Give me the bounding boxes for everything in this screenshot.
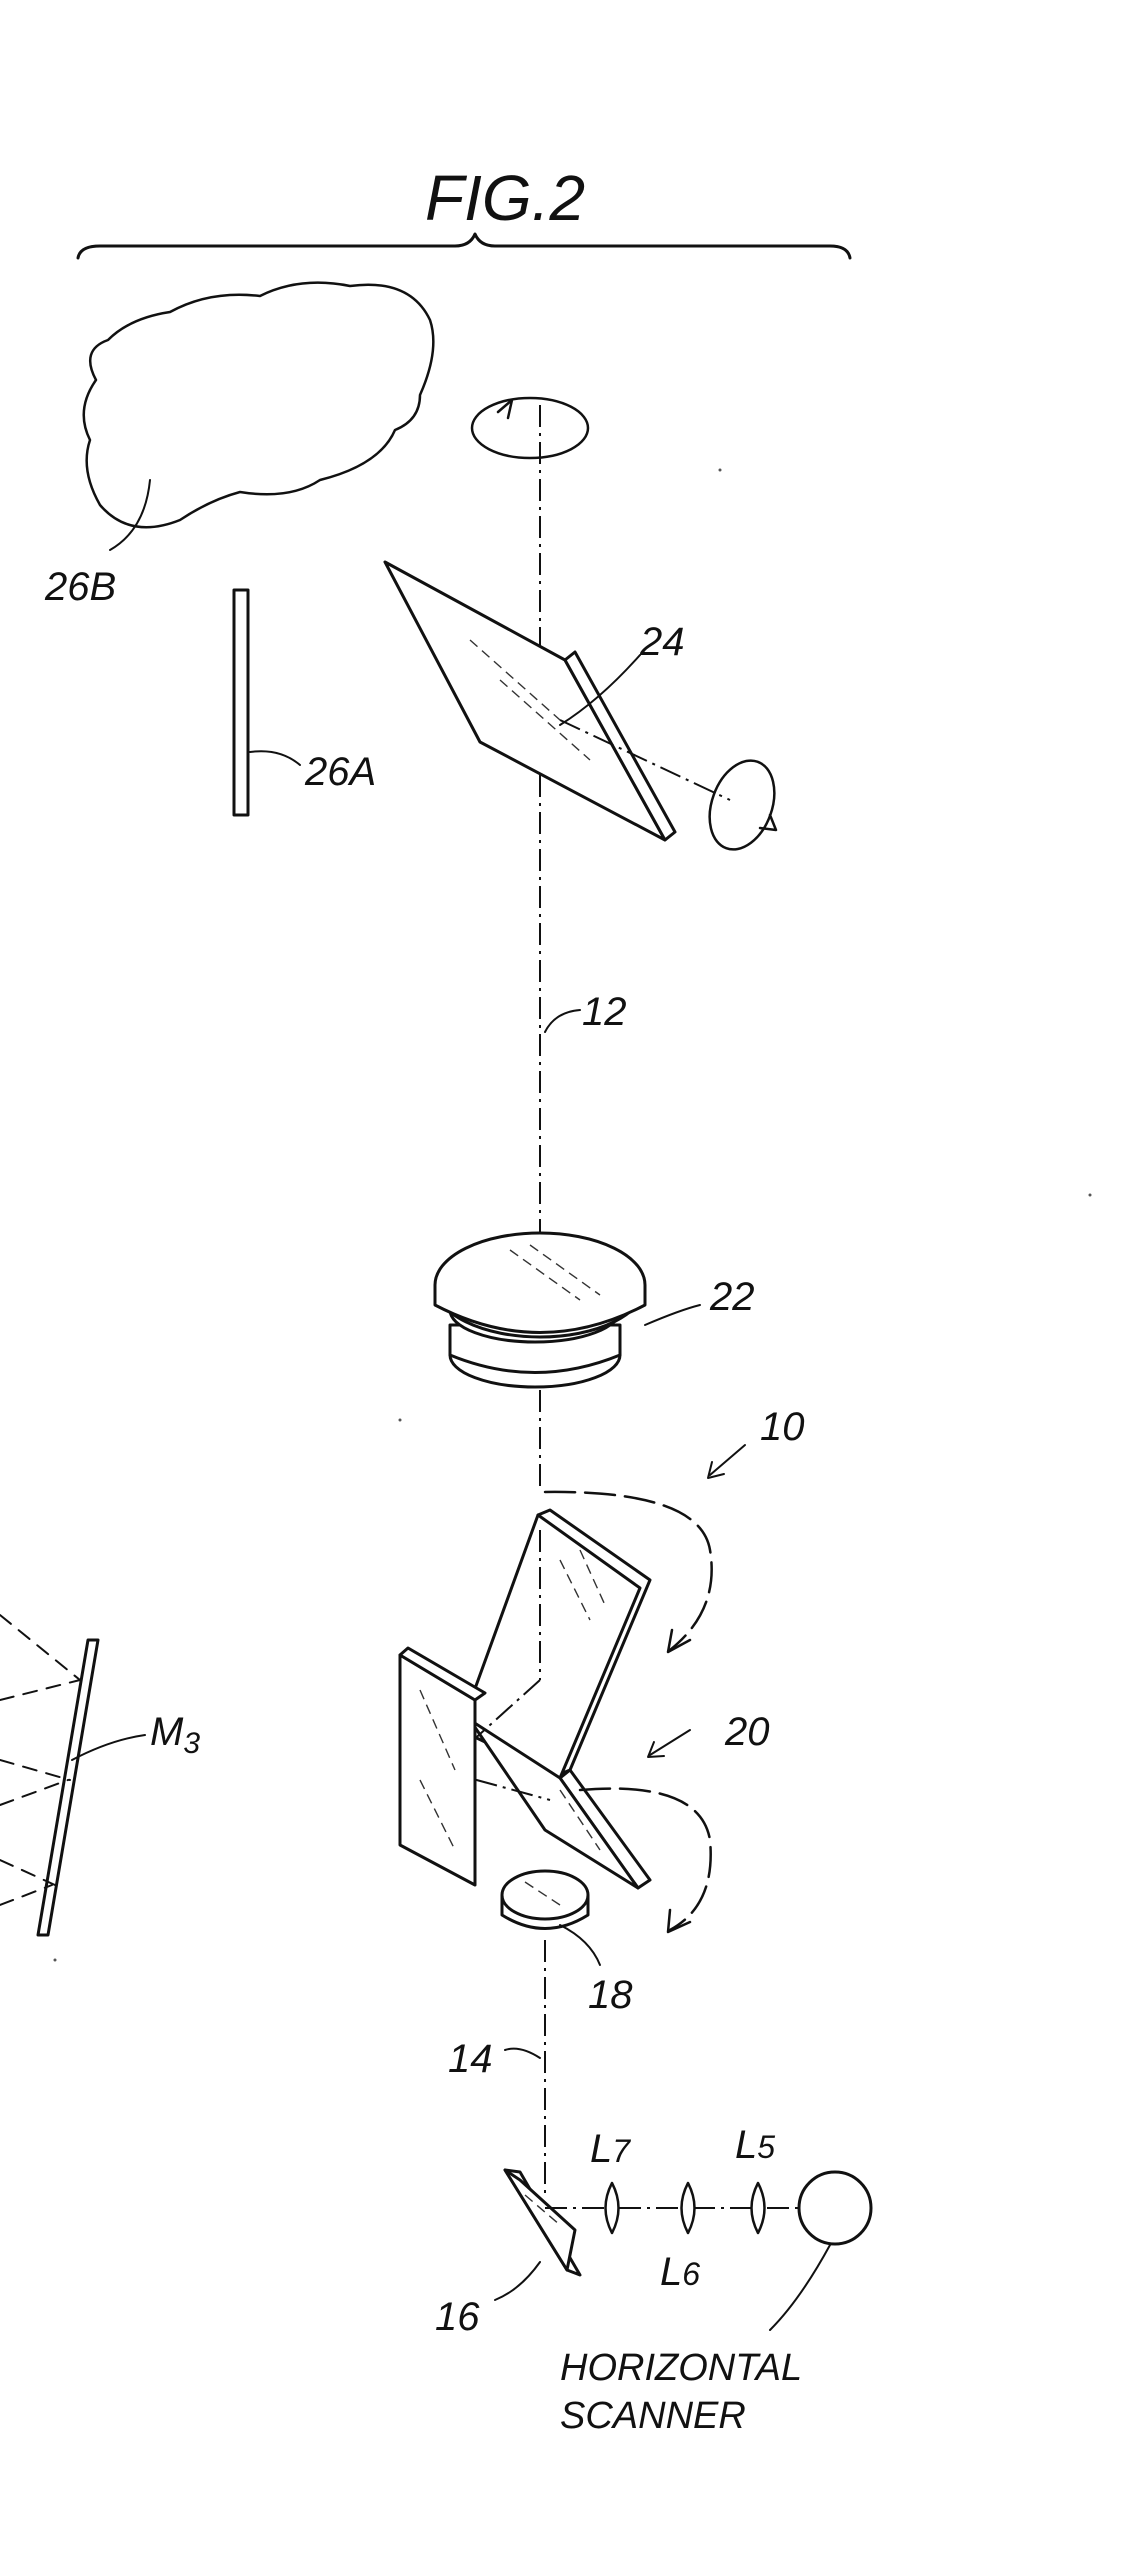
lens-l5 bbox=[750, 2181, 766, 2235]
leader-m3 bbox=[71, 1734, 146, 1761]
title-brace bbox=[76, 232, 852, 260]
rotation-arc-upper-head-icon bbox=[666, 1628, 692, 1654]
leader-16 bbox=[494, 2261, 541, 2301]
horizontal-scanner bbox=[797, 2170, 873, 2246]
side-plate-edge bbox=[398, 1646, 487, 1702]
mirror-24-tilt-axis bbox=[559, 719, 731, 801]
leader-14 bbox=[504, 2047, 541, 2059]
scanner-label-line1: HORIZONTAL bbox=[560, 2347, 802, 2389]
rotation-ellipse-top bbox=[470, 396, 590, 460]
label-l6: L6 bbox=[660, 2250, 700, 2294]
mirror-24 bbox=[383, 560, 667, 842]
speck-1 bbox=[718, 468, 722, 472]
label-l5-main: L bbox=[735, 2123, 757, 2167]
label-l7-sub: 7 bbox=[612, 2133, 631, 2169]
leader-scanner bbox=[769, 2244, 831, 2331]
label-14: 14 bbox=[448, 2037, 493, 2081]
label-m3-main: M bbox=[150, 1710, 184, 1754]
leader-24 bbox=[559, 654, 641, 726]
mirror-24-hatch-2 bbox=[499, 679, 591, 761]
m3-ray-5 bbox=[0, 1859, 56, 1886]
m3-ray-2 bbox=[0, 1679, 81, 1701]
label-26b: 26B bbox=[44, 565, 116, 609]
lens-l6 bbox=[680, 2181, 696, 2235]
mirror-16-face bbox=[503, 2168, 577, 2272]
label-l7-main: L bbox=[590, 2127, 612, 2171]
speck-2 bbox=[1088, 1193, 1092, 1197]
label-16: 16 bbox=[435, 2295, 480, 2339]
side-plate-hatch bbox=[419, 1689, 456, 1771]
label-m3-sub: 3 bbox=[183, 1727, 200, 1760]
leader-22 bbox=[644, 1304, 701, 1326]
rotation-arrow-top-icon bbox=[496, 398, 514, 420]
plate-26a bbox=[232, 588, 250, 817]
rotation-ellipse-24 bbox=[708, 759, 776, 851]
arrow-20-head-icon bbox=[647, 1741, 665, 1758]
speck-3 bbox=[398, 1418, 402, 1422]
rotation-arc-lower-head-icon bbox=[666, 1908, 692, 1934]
figure-title: FIG.2 bbox=[425, 162, 585, 234]
m3-ray-3 bbox=[0, 1759, 71, 1781]
label-l7: L7 bbox=[590, 2127, 631, 2171]
leader-20 bbox=[649, 1729, 691, 1756]
label-22: 22 bbox=[709, 1275, 755, 1319]
rotation-arrow-24-icon bbox=[758, 813, 778, 832]
arrow-10 bbox=[709, 1444, 746, 1476]
object-26b-outline bbox=[82, 281, 435, 529]
arrow-10-head-icon bbox=[707, 1461, 725, 1479]
scanner-label-line2: SCANNER bbox=[560, 2395, 746, 2437]
leader-18 bbox=[559, 1924, 601, 1966]
lens-l7 bbox=[604, 2181, 620, 2235]
label-l5: L5 bbox=[735, 2123, 775, 2167]
leader-12 bbox=[544, 1009, 581, 1033]
leader-26a bbox=[249, 750, 301, 766]
rotation-arc-upper bbox=[543, 1490, 713, 1652]
rotation-arc-lower bbox=[578, 1787, 712, 1932]
label-l6-main: L bbox=[660, 2250, 682, 2294]
label-20: 20 bbox=[724, 1710, 770, 1754]
lens-18 bbox=[500, 1869, 590, 1930]
speck-4 bbox=[53, 1958, 57, 1962]
lens-22 bbox=[433, 1231, 647, 1389]
m3-ray-1 bbox=[0, 1614, 81, 1681]
label-18: 18 bbox=[588, 1973, 633, 2017]
label-26a: 26A bbox=[304, 750, 376, 794]
m3-ray-4 bbox=[0, 1779, 69, 1806]
mirror-m3 bbox=[36, 1638, 100, 1937]
label-l6-sub: 6 bbox=[682, 2256, 700, 2292]
leader-26b bbox=[109, 479, 151, 551]
mirror-assembly-20 bbox=[439, 1508, 652, 1890]
m3-ray-6 bbox=[0, 1884, 53, 1906]
mirror-24-hatch bbox=[469, 639, 561, 721]
label-10: 10 bbox=[760, 1405, 805, 1449]
label-12: 12 bbox=[582, 990, 627, 1034]
side-plate-hatch-2 bbox=[419, 1779, 456, 1851]
mirror-24-edge bbox=[563, 650, 677, 842]
mirror-16-hatch bbox=[524, 2194, 561, 2226]
label-m3: M3 bbox=[150, 1710, 200, 1760]
label-l5-sub: 5 bbox=[757, 2129, 775, 2165]
label-24: 24 bbox=[639, 620, 685, 664]
